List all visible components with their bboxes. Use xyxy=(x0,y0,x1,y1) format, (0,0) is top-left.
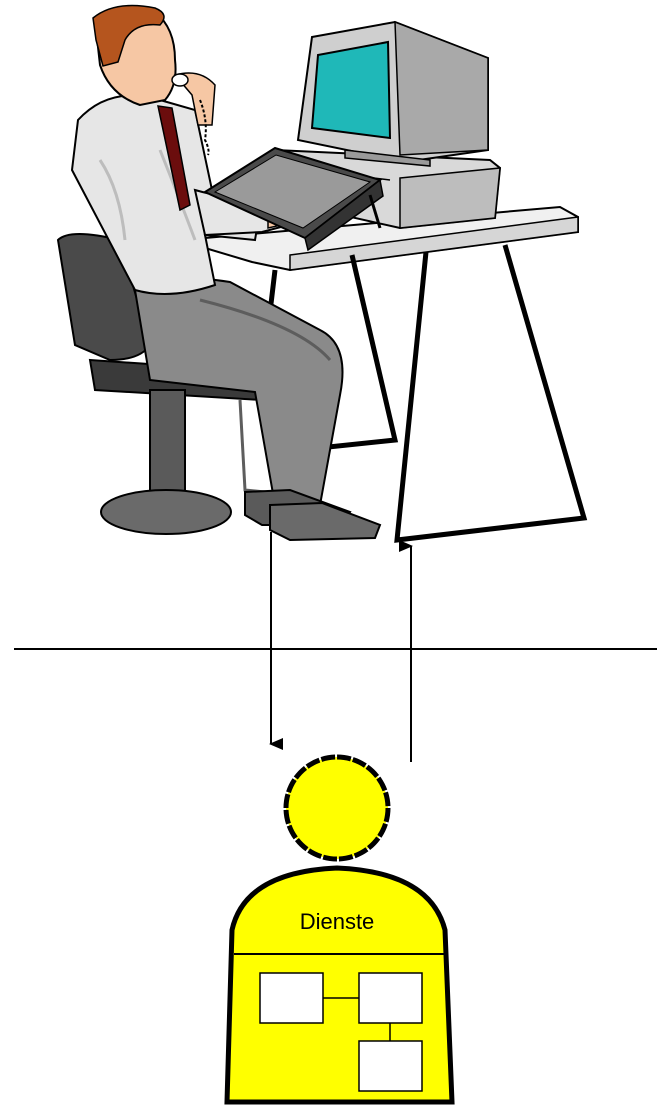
monitor xyxy=(298,22,488,166)
component-box-bottom xyxy=(359,1041,422,1091)
service-label: Dienste xyxy=(300,909,375,934)
person-at-computer-illustration xyxy=(58,6,584,540)
component-box-right xyxy=(359,973,422,1023)
component-box-left xyxy=(260,973,323,1023)
monitor-screen xyxy=(312,42,390,138)
service-figure: Dienste xyxy=(227,757,452,1102)
service-head xyxy=(286,757,388,859)
person-shoes xyxy=(245,490,380,540)
